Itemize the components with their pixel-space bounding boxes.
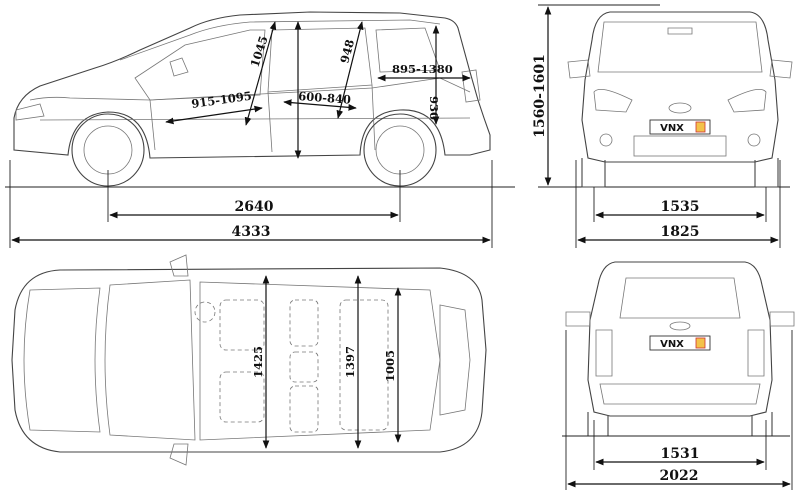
- side-rear-rim: [375, 125, 425, 175]
- side-body-outline: [13, 11, 491, 159]
- side-view: 915-1095 600-840 1045 948 895-1380 930 2…: [5, 11, 515, 248]
- top-view: 1425 1397 1005: [11, 254, 487, 466]
- rear-bumper: [599, 383, 761, 405]
- top-body-outline: [11, 267, 487, 453]
- front-logo: [668, 102, 692, 114]
- rear-license-plate: [649, 335, 711, 351]
- rear-view: VNX 1531 2022: [562, 261, 795, 490]
- rear-taillights: [595, 329, 765, 377]
- rear-plate-text: VNX: [660, 339, 684, 350]
- side-quarter-window: [375, 27, 441, 73]
- rear-body-outline: [587, 261, 773, 417]
- side-headlight: [15, 103, 45, 121]
- front-windshield: [597, 21, 763, 73]
- wheelbase-label: 2640: [235, 199, 274, 215]
- rear-side-mirrors: [565, 311, 795, 327]
- side-rear-window: [267, 27, 373, 93]
- rear-plate-flag: [695, 337, 706, 349]
- cargo-height-label: 930: [427, 96, 441, 120]
- rear-logo: [669, 321, 691, 331]
- front-rear-view-mirror: [667, 27, 693, 35]
- front-plate-text: VNX: [660, 123, 684, 134]
- front-body-outline: [581, 11, 779, 163]
- rear-track-label: 1531: [661, 446, 700, 462]
- body-width-label: 1825: [661, 224, 700, 240]
- top-seats: [194, 299, 389, 433]
- front-headroom-arrow: [244, 21, 277, 126]
- rear-headroom-label: 948: [337, 38, 357, 65]
- cargo-length-label: 895-1380: [392, 62, 453, 76]
- mirror-width-label: 2022: [660, 468, 699, 484]
- rear-shoulder-label: 1397: [343, 346, 357, 378]
- front-plate-flag: [695, 121, 706, 133]
- front-left-headlight: [593, 88, 633, 113]
- top-roof: [199, 281, 441, 441]
- front-grille: [633, 135, 727, 157]
- overall-length-label: 4333: [232, 224, 271, 240]
- rear-window: [619, 277, 741, 319]
- side-taillight: [461, 69, 481, 103]
- front-wheels: [581, 158, 779, 188]
- front-left-foglight: [599, 133, 613, 147]
- top-windshield: [104, 279, 196, 441]
- front-side-mirrors: [567, 59, 793, 79]
- front-shoulder-label: 1425: [251, 346, 265, 378]
- front-view: 1560-1601 VNX 1535 1825: [532, 4, 793, 248]
- side-front-rim: [83, 125, 133, 175]
- front-right-headlight: [727, 88, 767, 113]
- front-track-label: 1535: [661, 199, 700, 215]
- front-license-plate: [649, 119, 711, 135]
- top-rear-window: [439, 304, 471, 416]
- front-legroom-label: 915-1095: [190, 89, 252, 111]
- height-label: 1560-1601: [532, 54, 548, 138]
- side-roof-line: [119, 19, 441, 61]
- top-mirrors: [169, 254, 189, 466]
- front-right-foglight: [747, 133, 761, 147]
- side-character-line: [39, 117, 471, 121]
- rear-headroom-arrow: [336, 21, 364, 119]
- top-hood: [23, 287, 101, 433]
- cargo-width-label: 1005: [383, 350, 397, 382]
- side-mirror: [169, 57, 189, 77]
